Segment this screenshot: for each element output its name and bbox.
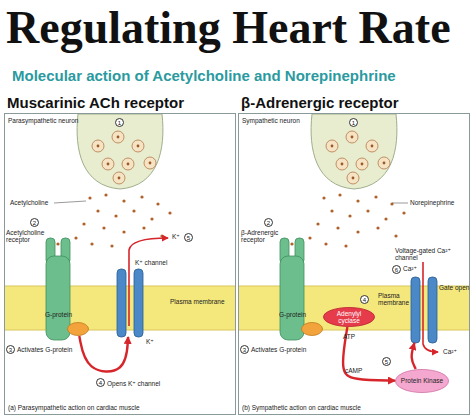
channel-subunit xyxy=(117,269,126,337)
node-label: Adenylyl cyclase xyxy=(323,307,375,327)
part-label: Plasma membrane xyxy=(378,292,408,306)
parasympathetic-terminal xyxy=(56,114,171,248)
ion-channel-outline xyxy=(411,277,437,343)
callout-number: 3 xyxy=(6,345,15,354)
callout-number: 2 xyxy=(264,218,273,227)
panel-heading: Muscarinic ACh receptor xyxy=(7,95,184,112)
node-label: Protein Kinase xyxy=(395,369,449,393)
signal-arrow xyxy=(343,327,395,381)
enzyme-ellipse-shape xyxy=(396,370,449,393)
part-label: Norepinephrine xyxy=(410,199,454,206)
part-label: Sympathetic neuron xyxy=(242,117,300,124)
part-label: ATP xyxy=(343,333,355,340)
g-protein-shape xyxy=(302,323,323,336)
part-label: K⁺ xyxy=(172,233,180,240)
signal-arrow xyxy=(79,336,128,372)
g-protein-outline xyxy=(301,322,323,336)
callout-number: 5 xyxy=(184,233,193,242)
part-label: K⁺ xyxy=(146,338,154,345)
callout-number: 1 xyxy=(349,118,358,127)
g-protein: G-protein xyxy=(301,322,323,336)
part-label: Ca²⁺ xyxy=(403,265,417,272)
panel-heading: β-Adrenergic receptor xyxy=(241,95,399,112)
g-protein-outline xyxy=(67,322,89,336)
channel-subunit xyxy=(411,277,420,343)
ion-flow-arrow xyxy=(423,262,438,352)
leader-line xyxy=(54,201,86,203)
node-label: Voltage-gated Ca²⁺ channel xyxy=(395,247,457,261)
g-protein-shape xyxy=(68,323,89,336)
callout-number: 3 xyxy=(240,345,249,354)
ion-channel: Voltage-gated Ca²⁺ channel xyxy=(411,277,437,343)
callout-number: 1 xyxy=(115,118,124,127)
part-label: β-Adrenergic receptor xyxy=(241,229,279,243)
callout-number: 2 xyxy=(30,218,39,227)
edge-label: Opens K⁺ channel xyxy=(107,380,160,387)
signal-arrow xyxy=(412,343,416,369)
part-label: Activates G-protein xyxy=(251,346,306,353)
callout-number: 6 xyxy=(392,265,401,274)
enzyme-ellipse: Adenylyl cyclase xyxy=(323,307,375,327)
part-label: Gate open xyxy=(439,284,469,291)
callout-number: 4 xyxy=(360,295,369,304)
muscarinic-receptor xyxy=(46,238,70,340)
page-title: Regulating Heart Rate xyxy=(6,5,451,51)
enzyme-ellipse-shape xyxy=(324,308,375,327)
panel-caption: (a) Parasympathetic action on cardiac mu… xyxy=(8,404,140,411)
node-label: G-protein xyxy=(279,311,306,318)
node-label: K⁺ channel xyxy=(135,259,167,266)
callout-number: 4 xyxy=(96,378,105,387)
enzyme-ellipse: Protein Kinase xyxy=(395,369,449,393)
part-label: Plasma membrane xyxy=(170,298,225,305)
part-label: Acetylcholine receptor xyxy=(6,229,44,243)
part-label: Acetylcholine xyxy=(10,199,48,206)
ion-channel-outline xyxy=(117,269,143,337)
callout-number: 5 xyxy=(382,357,391,366)
ion-channel: K⁺ channel xyxy=(117,269,143,337)
g-protein: G-protein xyxy=(67,322,89,336)
adrenergic-receptor xyxy=(280,238,304,340)
node-label: G-protein xyxy=(45,311,72,318)
subtitle: Molecular action of Acetylcholine and No… xyxy=(12,68,396,85)
leader-line xyxy=(392,203,408,204)
part-label: cAMP xyxy=(345,367,362,374)
part-label: Parasympathetic neuron xyxy=(8,117,78,124)
sympathetic-terminal xyxy=(290,114,405,248)
part-label: Ca²⁺ xyxy=(443,348,457,355)
figure-panel: Muscarinic ACh receptor(a) Parasympathet… xyxy=(4,113,236,415)
panel-caption: (b) Sympathetic action on cardiac muscle xyxy=(242,404,361,411)
channel-subunit xyxy=(134,269,143,337)
part-label: Activates G-protein xyxy=(17,346,72,353)
channel-subunit xyxy=(428,277,437,343)
